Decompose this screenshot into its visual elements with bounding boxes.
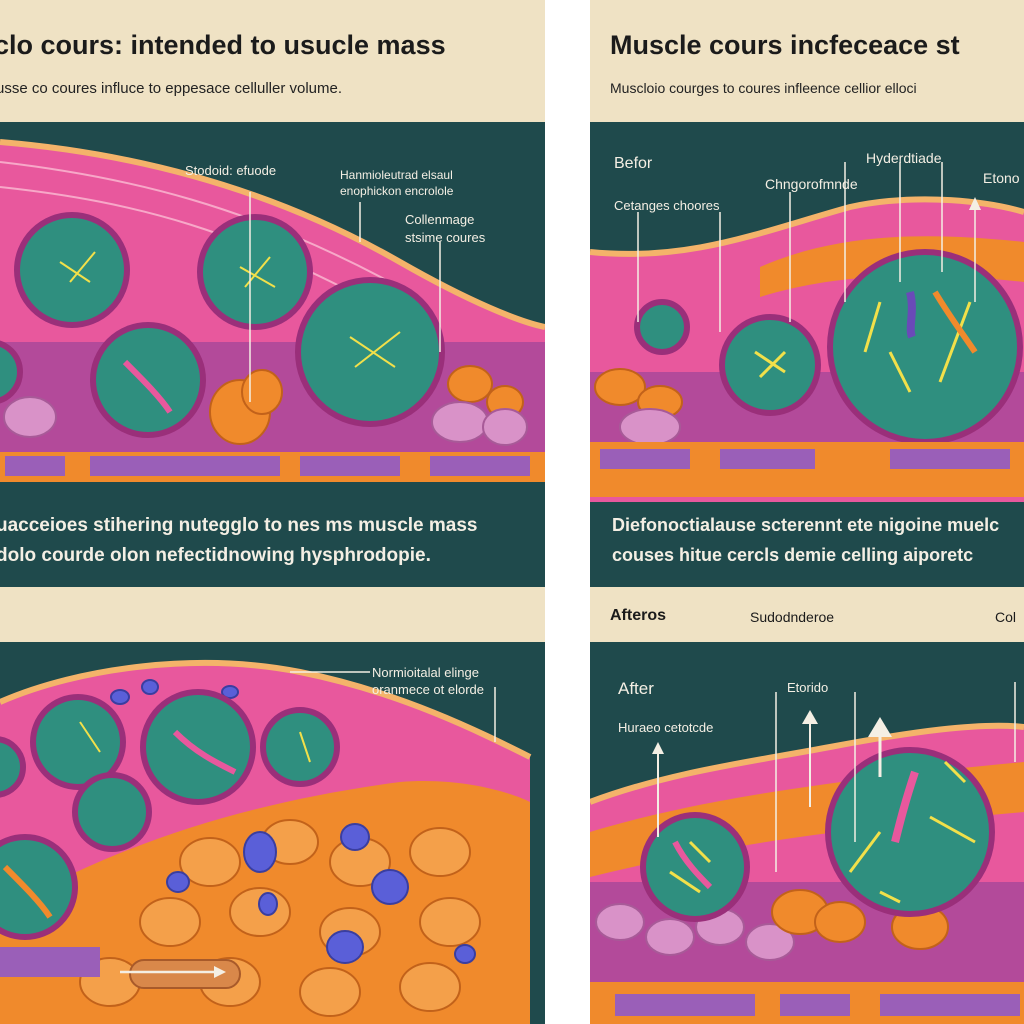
muscle-cross-section-illustration: [590, 162, 1024, 502]
caption-line1: Diefonoctialause scterennt ete nigoine m…: [612, 515, 1000, 535]
label-before: Befor: [614, 155, 653, 172]
label-norm-line1: Normioitalal elinge: [372, 665, 479, 680]
label-annotation-line1: Hanmioleutrad elsaul: [340, 168, 453, 182]
panel-header: [0, 587, 545, 642]
label-etono: Etono: [983, 170, 1020, 186]
label-cetanges: Cetanges choores: [614, 198, 720, 213]
panel-title: clo cours: intended to usucle mass: [0, 30, 446, 60]
caption-line1: uacceioes stihering nutegglo to nes ms m…: [0, 515, 478, 536]
panel-subtitle: Muscloio courges to coures infleence cel…: [610, 80, 917, 96]
panel-top-left: clo cours: intended to usucle mass usse …: [0, 0, 545, 587]
label-coll-line1: Collenmage: [405, 212, 475, 227]
label-huraeo: Huraeo cetotcde: [618, 720, 714, 735]
label-norm-line2: oranmece ot elorde: [372, 682, 485, 697]
label-afteros: Afteros: [610, 607, 667, 624]
label-sudod: Sudodnderoe: [750, 609, 835, 625]
label-coll-line2: stsime coures: [405, 230, 486, 245]
caption-line2: couses hitue cercls demie celling aipore…: [612, 545, 974, 565]
muscle-cross-section-illustration: [0, 660, 532, 1024]
label-steroid: Stodoid: efuode: [185, 163, 277, 178]
panel-header: [590, 0, 1024, 122]
label-after: After: [618, 679, 654, 698]
label-col: Col: [995, 609, 1017, 625]
label-chong: Chngorofmnde: [765, 176, 858, 192]
caption-line2: dolo courde olon nefectidnowing hysphrod…: [0, 545, 431, 566]
label-annotation-line2: enophickon encrolole: [340, 184, 454, 198]
panel-header: [0, 0, 545, 122]
panel-bottom-left: Normioitalal elinge oranmece ot elorde: [0, 587, 545, 1024]
label-hyder: Hyderdtiade: [866, 150, 942, 166]
muscle-cross-section-illustration: [590, 682, 1024, 1024]
panel-subtitle: usse co coures influce to eppesace cellu…: [0, 80, 343, 97]
panel-top-right: Muscle cours incfeceace st Muscloio cour…: [590, 0, 1024, 587]
muscle-cross-section-illustration: [0, 139, 545, 482]
panel-title: Muscle cours incfeceace st: [610, 30, 960, 60]
panel-bottom-right: Afteros Sudodnderoe Col: [590, 587, 1024, 1024]
label-etorido: Etorido: [787, 680, 829, 695]
panel-header: [590, 587, 1024, 642]
